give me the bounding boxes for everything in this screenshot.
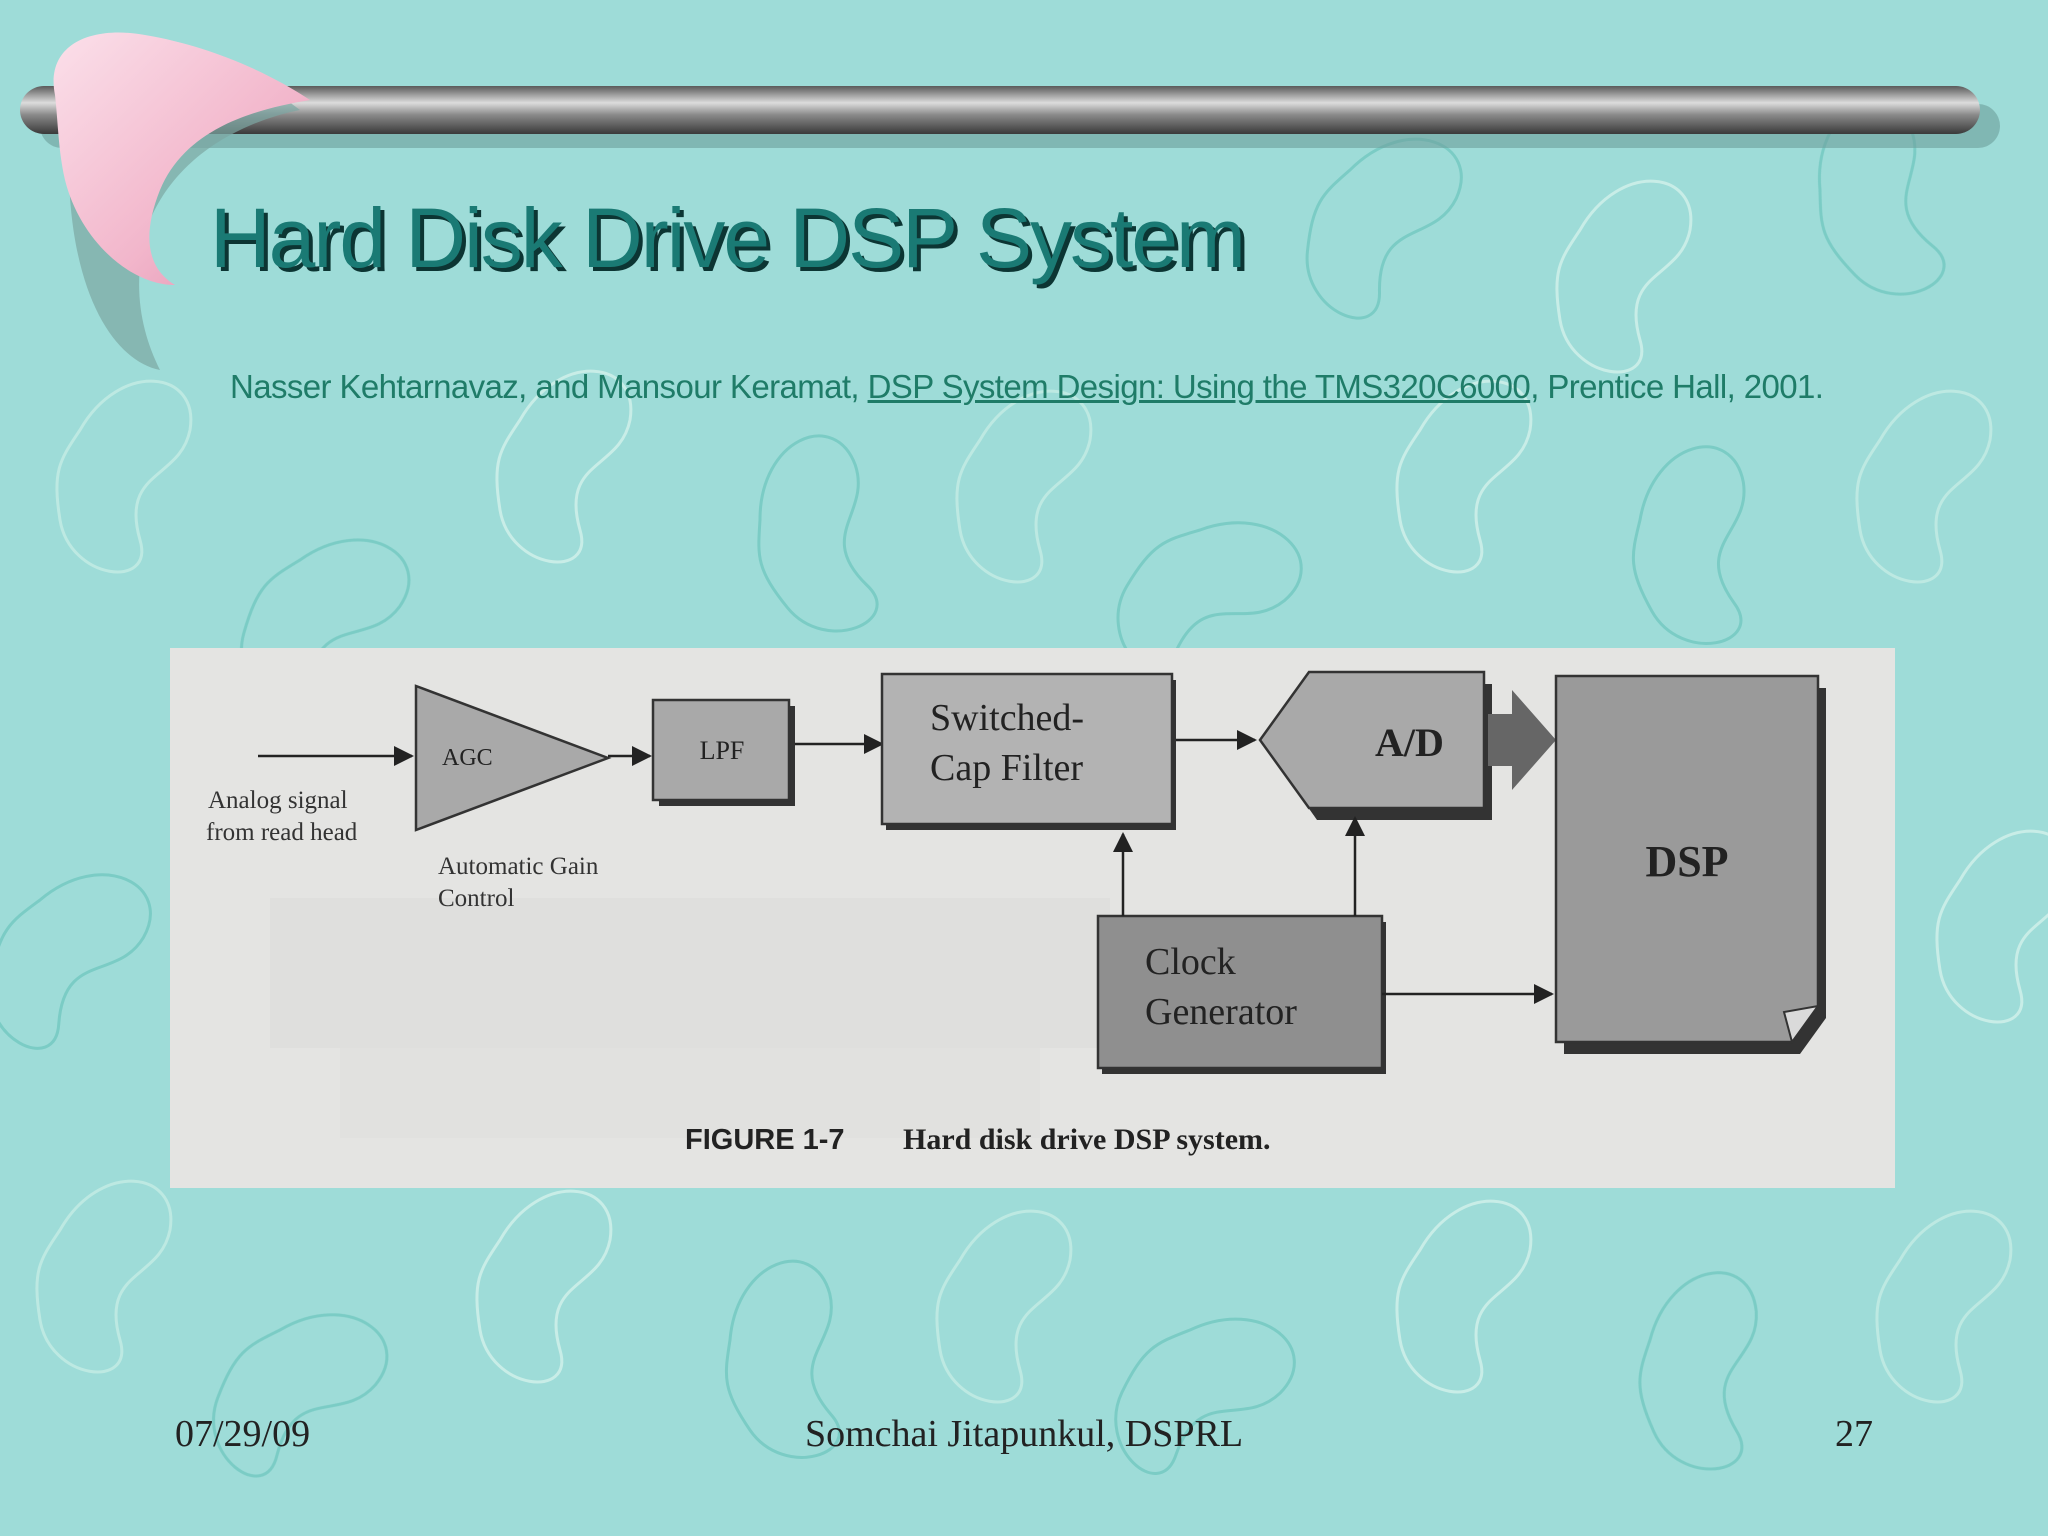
clock-generator-block [1096, 914, 1384, 1070]
clock-label-line1: Clock [1145, 941, 1236, 983]
figure-caption-text: Hard disk drive DSP system. [903, 1123, 1271, 1156]
lpf-block [651, 698, 791, 802]
dsp-label: DSP [1645, 837, 1728, 886]
footer-page-number: 27 [1835, 1413, 1873, 1455]
citation-publisher: , Prentice Hall, 2001. [1530, 368, 1824, 405]
input-label-line1: Analog signal [208, 787, 348, 814]
citation: Nasser Kehtarnavaz, and Mansour Keramat,… [230, 368, 1824, 406]
ad-converter-block [1258, 670, 1486, 810]
lpf-label: LPF [700, 736, 745, 765]
pink-boomerang [53, 32, 310, 285]
ad-to-dsp-arrow [1488, 690, 1556, 790]
dsp-folded-corner [1782, 1004, 1821, 1045]
slide-title: Hard Disk Drive DSP System [210, 191, 1246, 285]
citation-authors: Nasser Kehtarnavaz, and Mansour Keramat, [230, 368, 868, 405]
agc-caption-line2: Control [438, 885, 514, 912]
block-diagram: Analog signal from read head AGC Automat… [206, 670, 1826, 1156]
switched-cap-label-line1: Switched- [930, 697, 1084, 739]
switched-cap-label-line2: Cap Filter [930, 747, 1083, 789]
figure-image: Analog signal from read head AGC Automat… [170, 648, 1895, 1188]
ad-label: A/D [1375, 720, 1444, 765]
footer-date: 07/29/09 [175, 1413, 311, 1455]
input-label-line2: from read head [206, 819, 358, 846]
agc-caption-line1: Automatic Gain [438, 853, 599, 880]
agc-label: AGC [442, 745, 493, 771]
figure-caption-number: FIGURE 1-7 [685, 1124, 845, 1156]
switched-cap-filter-block [880, 672, 1174, 826]
silver-bar [20, 86, 1980, 134]
footer-author: Somchai Jitapunkul, DSPRL [804, 1413, 1244, 1455]
header-decoration [20, 32, 2000, 371]
clock-label-line2: Generator [1145, 991, 1297, 1033]
citation-book-link[interactable]: DSP System Design: Using the TMS320C6000 [867, 368, 1531, 405]
agc-amplifier [414, 684, 612, 832]
